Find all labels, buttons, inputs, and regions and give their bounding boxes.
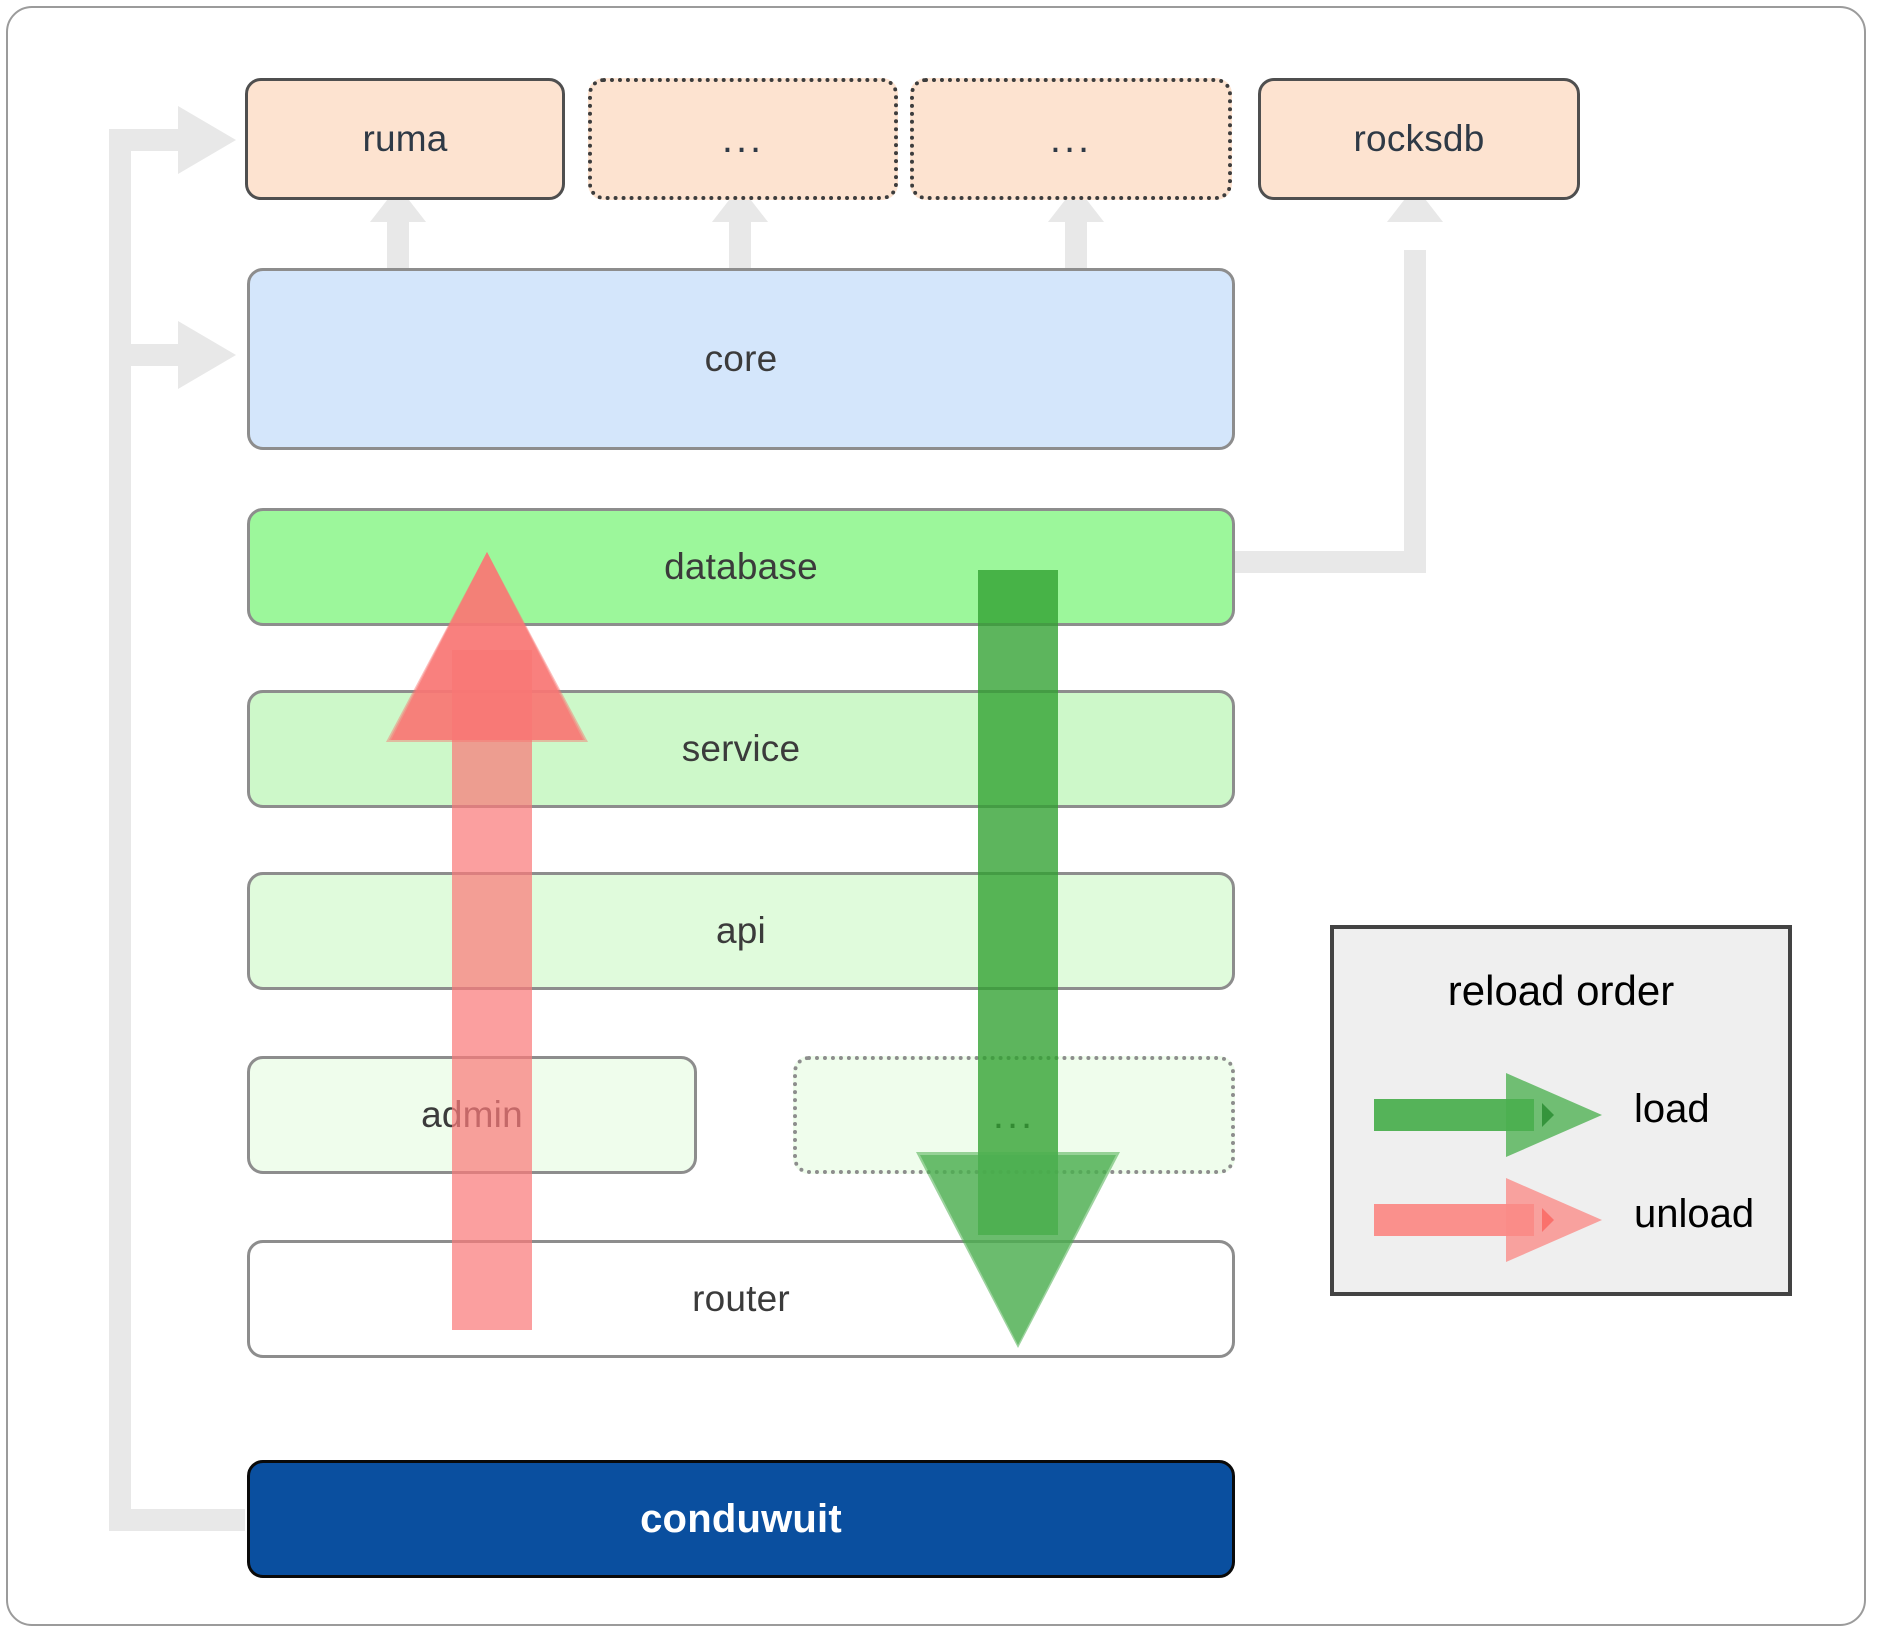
- node-layer-placeholder[interactable]: ...: [793, 1056, 1235, 1174]
- node-conduwuit-label: conduwuit: [640, 1496, 842, 1541]
- node-dep-placeholder-1-label: ...: [721, 117, 765, 161]
- node-core[interactable]: core: [247, 268, 1235, 450]
- node-database[interactable]: database: [247, 508, 1235, 626]
- node-rocksdb[interactable]: rocksdb: [1258, 78, 1580, 200]
- node-dep-placeholder-2[interactable]: ...: [910, 78, 1232, 200]
- node-core-label: core: [704, 338, 778, 379]
- node-api-label: api: [716, 910, 766, 951]
- legend-title: reload order: [1447, 967, 1675, 1014]
- unload-legend-icon: [1374, 1178, 1602, 1262]
- legend-panel: reload order load unload: [1330, 925, 1792, 1296]
- load-legend-icon: [1374, 1073, 1602, 1157]
- node-service[interactable]: service: [247, 690, 1235, 808]
- node-conduwuit[interactable]: conduwuit: [247, 1460, 1235, 1578]
- node-dep-placeholder-1[interactable]: ...: [588, 78, 898, 200]
- diagram-frame: [6, 6, 1866, 1626]
- node-rocksdb-label: rocksdb: [1353, 118, 1485, 159]
- node-layer-placeholder-label: ...: [992, 1093, 1036, 1137]
- node-ruma[interactable]: ruma: [245, 78, 565, 200]
- legend-load-label: load: [1634, 1087, 1710, 1131]
- node-service-label: service: [681, 728, 801, 769]
- node-router[interactable]: router: [247, 1240, 1235, 1358]
- legend-unload-label: unload: [1634, 1192, 1755, 1236]
- node-database-label: database: [664, 546, 818, 587]
- legend-row-unload: unload: [1334, 1174, 1788, 1264]
- node-api[interactable]: api: [247, 872, 1235, 990]
- node-admin-label: admin: [421, 1094, 523, 1135]
- node-router-label: router: [692, 1278, 790, 1319]
- node-ruma-label: ruma: [362, 118, 448, 159]
- legend-row-load: load: [1334, 1069, 1788, 1159]
- node-admin[interactable]: admin: [247, 1056, 697, 1174]
- node-dep-placeholder-2-label: ...: [1049, 117, 1093, 161]
